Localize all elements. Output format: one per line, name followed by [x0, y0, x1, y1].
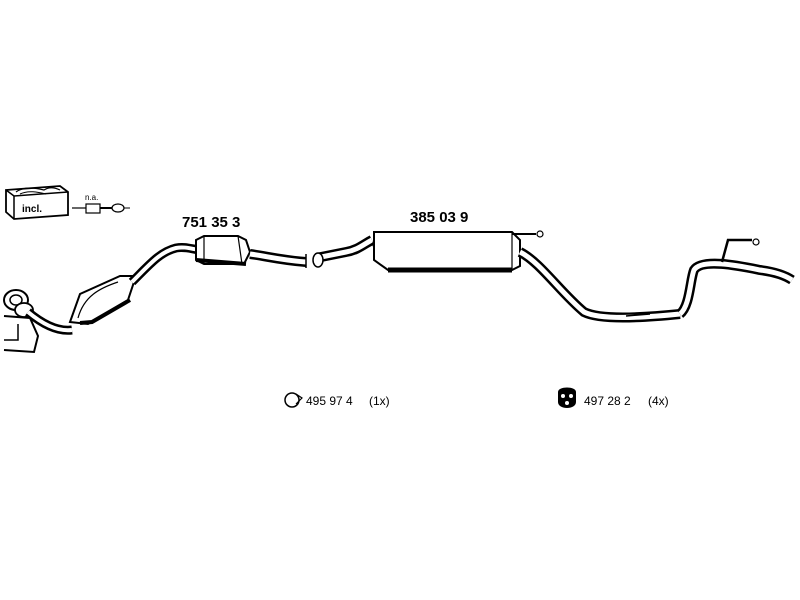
rear-silencer-part-number: 385 03 9: [410, 209, 468, 226]
rubber-mount-icon: [558, 387, 576, 408]
clamp-quantity: (1x): [369, 394, 390, 408]
clamp-accessory: 495 97 4 (1x): [284, 392, 390, 408]
bolt-gasket-icon: n.a.: [72, 193, 130, 214]
clamp-icon: [284, 392, 303, 408]
kit-not-available-label: n.a.: [85, 193, 98, 202]
front-section-pipe: [3, 235, 307, 354]
kit-included-label: incl.: [22, 204, 42, 215]
front-section-part-number: 751 35 3: [182, 214, 240, 231]
rear-silencer: [312, 230, 795, 323]
mounting-kit-box-icon: incl.: [5, 185, 69, 220]
clamp-part-number: 495 97 4: [306, 394, 353, 408]
rubber-mount-accessory: 497 28 2 (4x): [558, 387, 669, 408]
rubber-mount-part-number: 497 28 2: [584, 394, 631, 408]
rubber-mount-quantity: (4x): [648, 394, 669, 408]
